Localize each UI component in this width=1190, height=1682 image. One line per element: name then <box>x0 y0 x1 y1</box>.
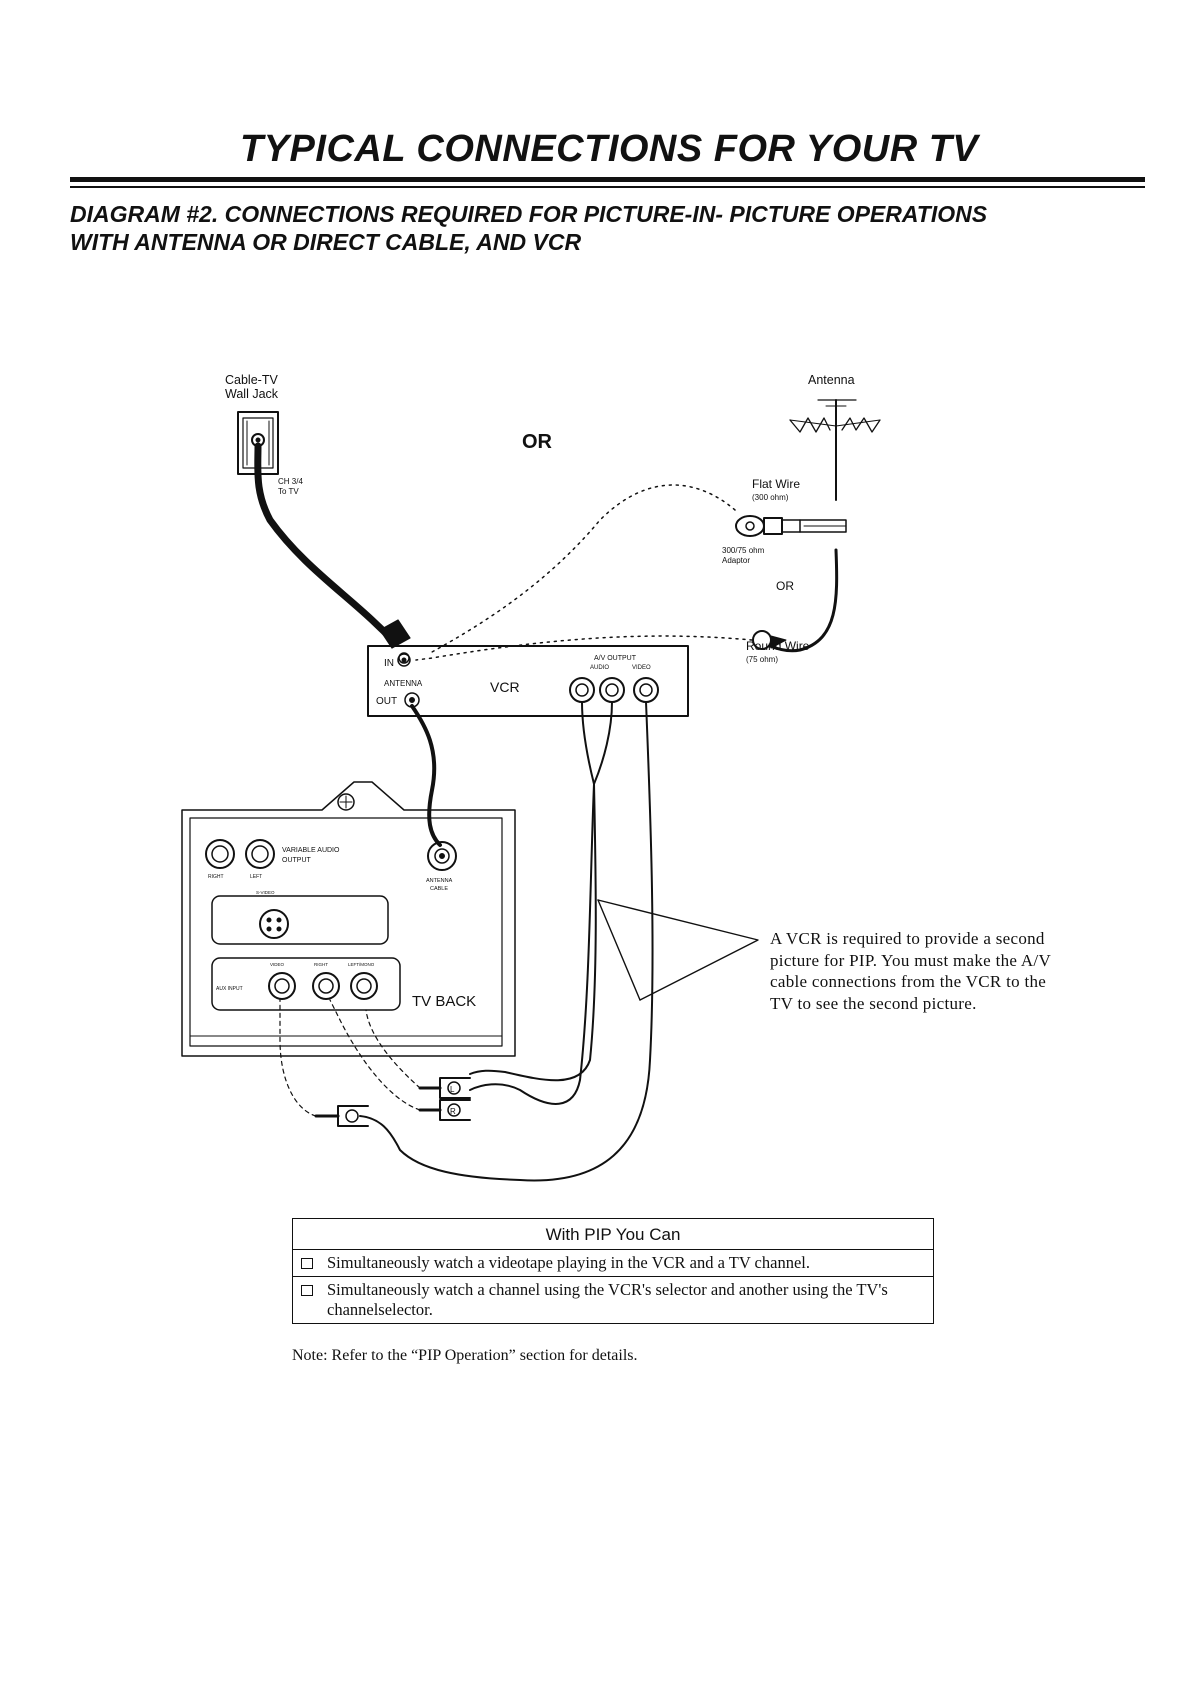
ch34-label-2: To TV <box>278 487 299 496</box>
vcr-panel <box>367 645 689 717</box>
av-cable-audio-l <box>581 701 595 785</box>
rca-plug-l-icon <box>418 1077 471 1099</box>
av-output-label: A/V OUTPUT <box>594 655 637 662</box>
cable-wall-jack-label-1: Cable-TV <box>225 373 278 387</box>
vcr-out-label: OUT <box>376 696 397 707</box>
tv-back-panel <box>181 781 516 1057</box>
adaptor-label-1: 300/75 ohm <box>722 546 765 555</box>
rca-plug-video-icon <box>314 1105 369 1127</box>
diagram-subtitle: DIAGRAM #2. CONNECTIONS REQUIRED FOR PIC… <box>70 200 1150 256</box>
dashed-lead-2 <box>329 999 421 1111</box>
plug-l-label: L <box>450 1085 455 1094</box>
pip-table-title: With PIP You Can <box>293 1219 933 1250</box>
coax-plug-icon <box>379 619 411 664</box>
s-video-label: S-VIDEO <box>256 890 275 895</box>
antenna-cable-label-1: ANTENNA <box>426 878 453 884</box>
round-wire-plug-icon <box>752 630 787 650</box>
subtitle-line-2: WITH ANTENNA OR DIRECT CABLE, AND VCR <box>70 229 582 255</box>
adaptor-label-2: Adaptor <box>722 556 750 565</box>
aux-input-label: AUX INPUT <box>216 986 243 992</box>
dashed-lead-1 <box>365 1009 421 1089</box>
cable-wall-jack-label-2: Wall Jack <box>225 387 279 401</box>
av-cable-video <box>359 701 654 1182</box>
pip-features-table: With PIP You Can Simultaneously watch a … <box>292 1218 934 1324</box>
ch34-label-1: CH 3/4 <box>278 477 303 486</box>
av-cable-audio-bundle-2 <box>469 783 597 1082</box>
vcr-antenna-label: ANTENNA <box>384 679 423 688</box>
or-label-large: OR <box>522 431 553 453</box>
variable-output-label: OUTPUT <box>282 857 312 864</box>
tv-back-label: TV BACK <box>412 993 476 1010</box>
dotted-path-flatwire <box>431 484 736 653</box>
subtitle-line-1: DIAGRAM #2. CONNECTIONS REQUIRED FOR PIC… <box>70 201 988 227</box>
antenna-cable-label-2: CABLE <box>430 886 448 892</box>
checkbox-icon <box>301 1258 313 1269</box>
checkbox-icon <box>301 1285 313 1296</box>
pip-table-row: Simultaneously watch a channel using the… <box>293 1276 933 1323</box>
antenna-icon <box>789 399 881 501</box>
dashed-lead-3 <box>279 999 317 1117</box>
av-audio-label: AUDIO <box>590 665 609 671</box>
right-label: RIGHT <box>208 874 224 880</box>
callout-arrow <box>597 899 759 1001</box>
connection-diagram: Cable-TV Wall Jack CH 3/4 To TV OR Anten… <box>181 373 881 1182</box>
coax-cable-vcr-to-tv <box>410 704 442 847</box>
round-wire-cable <box>768 548 839 653</box>
vcr-required-note: A VCR is required to provide a second pi… <box>770 929 1051 1013</box>
callout-arrow-base <box>597 899 641 1001</box>
dotted-path-roundwire <box>415 635 753 661</box>
page-title: TYPICAL CONNECTIONS FOR YOUR TV <box>240 128 979 170</box>
or-label-small: OR <box>776 579 794 593</box>
aux-right-label: RIGHT <box>314 962 328 967</box>
av-cable-audio-r <box>593 701 613 785</box>
vcr-label: VCR <box>490 679 520 695</box>
av-cable-audio-bundle <box>469 783 595 1105</box>
flat-wire-label: Flat Wire <box>752 477 800 491</box>
left-label: LEFT <box>250 874 262 880</box>
coax-cable-wall-to-vcr <box>254 442 399 646</box>
flat-wire-adaptor-icon <box>735 515 847 537</box>
antenna-label: Antenna <box>808 373 855 387</box>
aux-left-mono-label: LEFT/MONO <box>348 962 375 967</box>
flat-wire-ohm-label: (300 ohm) <box>752 493 789 502</box>
aux-video-label: VIDEO <box>270 962 285 967</box>
note-text: Note: Refer to the “PIP Operation” secti… <box>292 1347 638 1364</box>
pip-row-text: Simultaneously watch a channel using the… <box>327 1280 888 1319</box>
rca-plug-r-icon <box>418 1099 471 1121</box>
vcr-in-label: IN <box>384 658 394 669</box>
title-rule-thin <box>70 186 1145 188</box>
av-video-label: VIDEO <box>632 665 651 671</box>
pip-row-text: Simultaneously watch a videotape playing… <box>327 1253 810 1272</box>
title-rule-thick <box>70 177 1145 182</box>
plug-r-label: R <box>450 1107 456 1116</box>
round-wire-ohm-label: (75 ohm) <box>746 655 778 664</box>
variable-audio-label: VARIABLE AUDIO <box>282 847 340 854</box>
round-wire-label: Round Wire <box>746 639 810 653</box>
pip-table-row: Simultaneously watch a videotape playing… <box>293 1250 933 1276</box>
